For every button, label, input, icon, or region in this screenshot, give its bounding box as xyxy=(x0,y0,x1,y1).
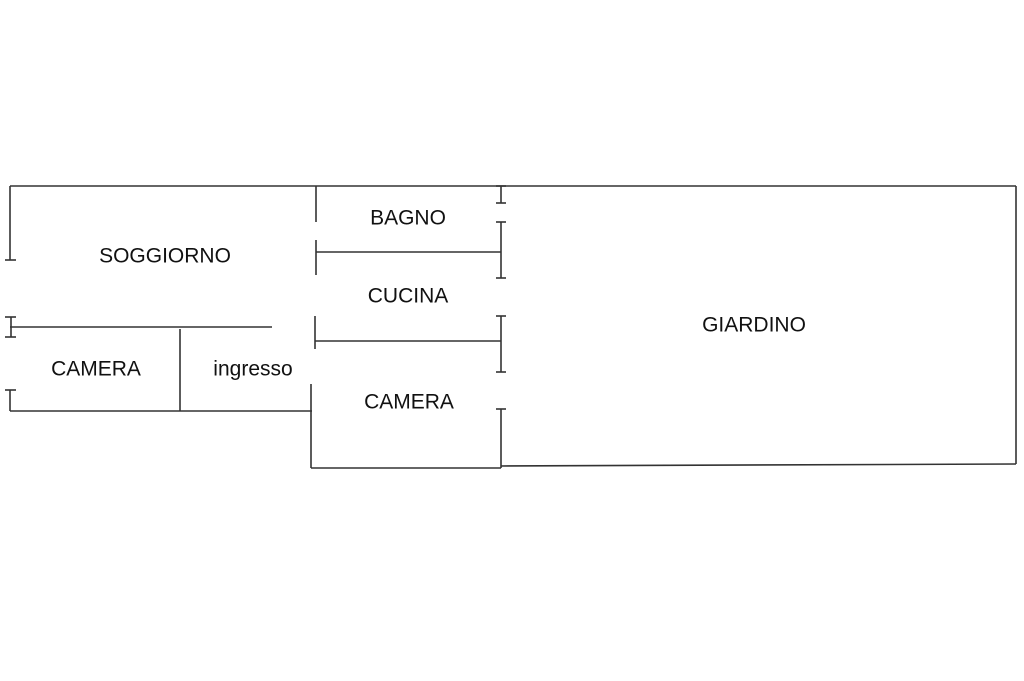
door-jamb-ticks xyxy=(5,185,506,410)
room-label-camera-left: CAMERA xyxy=(51,358,141,381)
room-label-ingresso: ingresso xyxy=(213,358,292,381)
room-label-soggiorno: SOGGIORNO xyxy=(99,245,231,268)
room-labels: SOGGIORNO BAGNO CUCINA GIARDINO CAMERA i… xyxy=(51,207,806,414)
room-label-giardino: GIARDINO xyxy=(702,314,806,337)
garden-bottom-wall xyxy=(500,463,1017,467)
room-label-cucina: CUCINA xyxy=(368,285,449,308)
outer-walls xyxy=(9,185,1017,469)
room-label-camera-center: CAMERA xyxy=(364,391,454,414)
room-label-bagno: BAGNO xyxy=(370,207,446,230)
interior-walls xyxy=(10,186,502,468)
